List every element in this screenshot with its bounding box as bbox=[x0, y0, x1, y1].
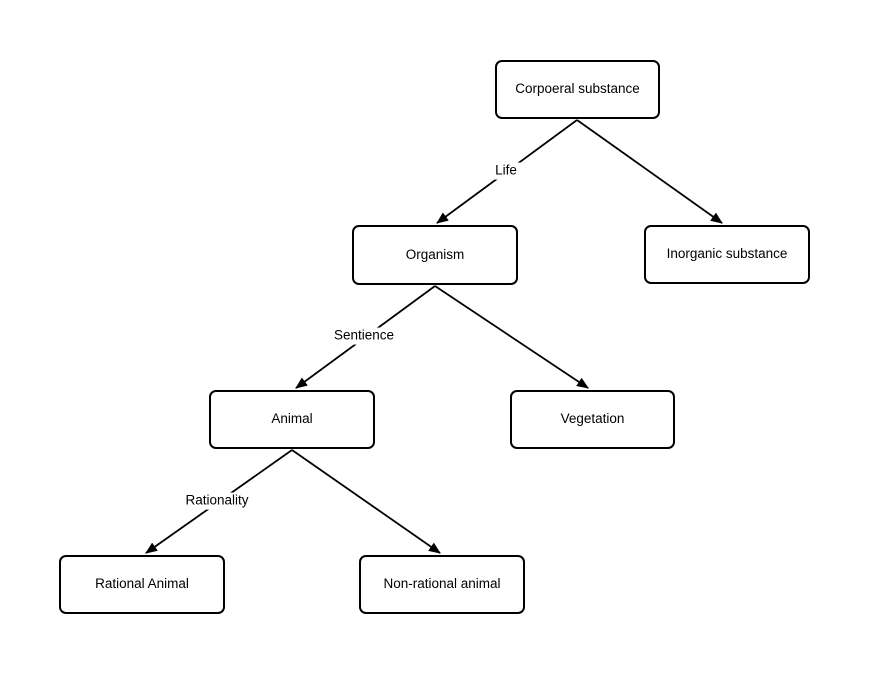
node-animal: Animal bbox=[209, 390, 375, 449]
edge-label-rationality: Rationality bbox=[181, 492, 253, 510]
node-vegetation: Vegetation bbox=[510, 390, 675, 449]
node-vegetation-label: Vegetation bbox=[560, 411, 625, 427]
node-inorganic-substance-label: Inorganic substance bbox=[666, 246, 788, 262]
node-rational-animal: Rational Animal bbox=[59, 555, 225, 614]
node-rational-animal-label: Rational Animal bbox=[95, 576, 189, 592]
edge-corporeal-inorganic bbox=[576, 119, 723, 224]
edge-label-life: Life bbox=[491, 162, 521, 180]
node-corporeal-substance: Corpoeral substance bbox=[495, 60, 660, 119]
node-organism-label: Organism bbox=[405, 246, 465, 262]
node-animal-label: Animal bbox=[271, 411, 313, 427]
node-non-rational-animal: Non-rational animal bbox=[359, 555, 525, 614]
edge-animal-nonrational bbox=[291, 449, 441, 554]
node-corporeal-substance-label: Corpoeral substance bbox=[515, 81, 640, 97]
edge-organism-vegetation bbox=[434, 285, 589, 389]
node-non-rational-animal-label: Non-rational animal bbox=[383, 576, 501, 592]
edge-label-sentience: Sentience bbox=[329, 327, 399, 345]
node-inorganic-substance: Inorganic substance bbox=[644, 225, 810, 284]
node-organism: Organism bbox=[352, 225, 518, 285]
